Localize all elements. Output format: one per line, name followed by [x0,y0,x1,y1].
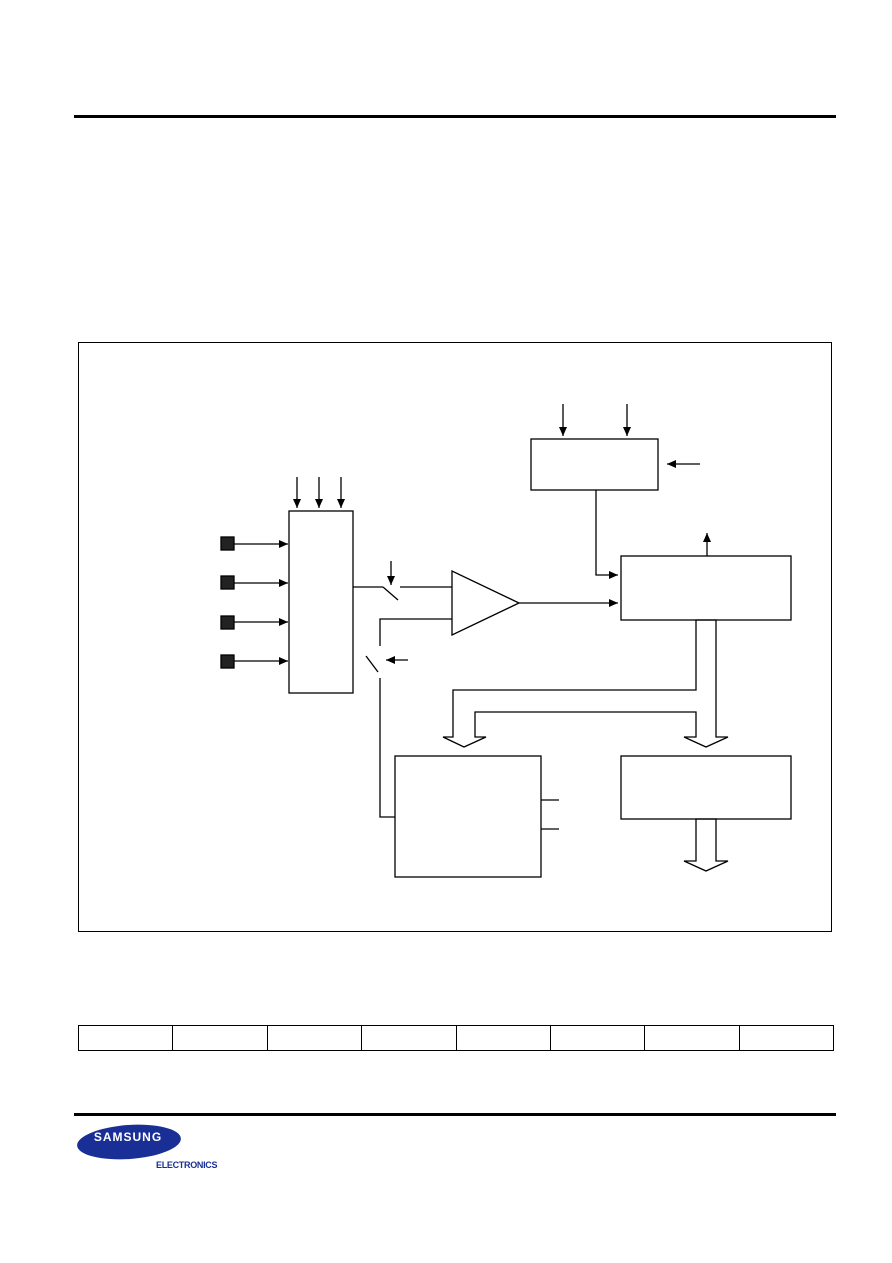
register-cell [645,1026,740,1050]
result-register-box [394,755,542,878]
footer-rule [74,1113,836,1116]
input-multiplexer-box [288,510,354,694]
register-cell [173,1026,268,1050]
header-rule [74,115,836,118]
register-cell [740,1026,833,1050]
register-cell [362,1026,457,1050]
register-cell [268,1026,363,1050]
bus-arrow-output [683,818,729,872]
input-pin-2 [220,575,235,590]
register-cell [551,1026,646,1050]
input-pin-4 [220,654,235,669]
input-pin-3 [220,615,235,630]
reference-block [530,438,659,491]
logo-subtitle: ELECTRONICS [156,1160,218,1170]
input-pin-1 [220,536,235,551]
register-bit-bar [78,1025,834,1051]
bus-arrow-to-result [442,619,729,748]
control-register-box [620,555,792,621]
output-block-box [620,755,792,820]
logo-brand: SAMSUNG [93,1130,163,1144]
register-cell [79,1026,174,1050]
comparator-symbol [451,569,521,637]
logo-ellipse-icon [77,1124,181,1160]
switch-2 [365,655,379,673]
block-diagram-frame [78,342,832,932]
switch-1 [382,586,399,601]
samsung-logo: SAMSUNG ELECTRONICS [76,1123,226,1175]
register-cell [457,1026,551,1050]
